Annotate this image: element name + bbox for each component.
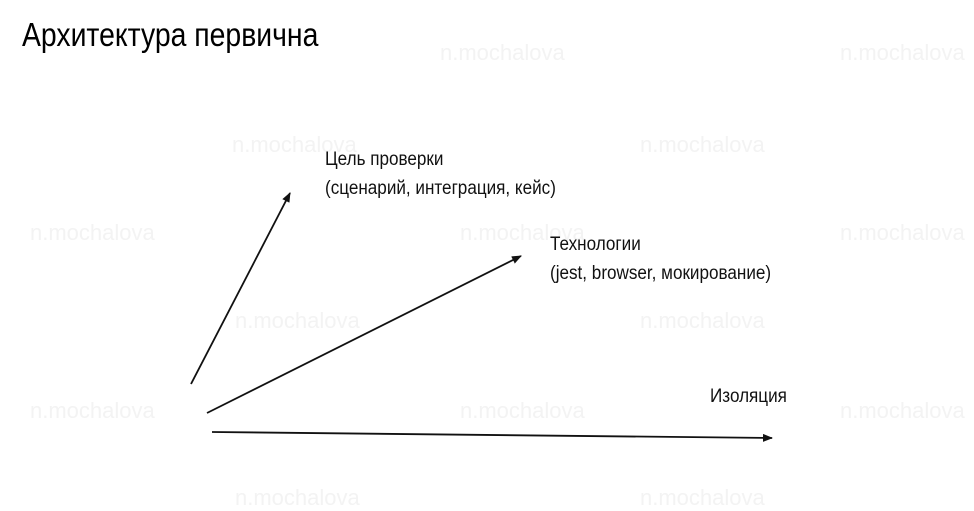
watermark: n.mochalova: [840, 40, 965, 65]
watermark: n.mochalova: [30, 398, 155, 423]
axis-title: Изоляция: [710, 386, 787, 407]
watermark: n.mochalova: [232, 132, 357, 157]
axis-label-technology: Технологии (jest, browser, мокирование): [550, 230, 771, 288]
watermark: n.mochalova: [235, 308, 360, 333]
axis-label-isolation: Изоляция: [710, 382, 787, 411]
axis-title: Цель проверки: [325, 149, 444, 170]
arrow-isolation: [211, 431, 773, 442]
watermark: n.mochalova: [235, 485, 360, 510]
arrow-goal: [190, 192, 291, 385]
axis-title: Технологии: [550, 234, 641, 255]
watermark: n.mochalova: [30, 220, 155, 245]
watermark: n.mochalova: [460, 220, 585, 245]
watermark: n.mochalova: [840, 398, 965, 423]
arrow-technology: [206, 255, 522, 414]
watermark: n.mochalova: [840, 220, 965, 245]
watermark: n.mochalova: [440, 40, 565, 65]
axis-detail: (сценарий, интеграция, кейс): [325, 178, 556, 199]
watermark: n.mochalova: [640, 132, 765, 157]
axis-label-goal: Цель проверки (сценарий, интеграция, кей…: [325, 145, 556, 203]
slide-title: Архитектура первична: [22, 16, 319, 53]
axis-detail: (jest, browser, мокирование): [550, 263, 772, 284]
watermark: n.mochalova: [640, 485, 765, 510]
watermark: n.mochalova: [460, 398, 585, 423]
watermark: n.mochalova: [640, 308, 765, 333]
